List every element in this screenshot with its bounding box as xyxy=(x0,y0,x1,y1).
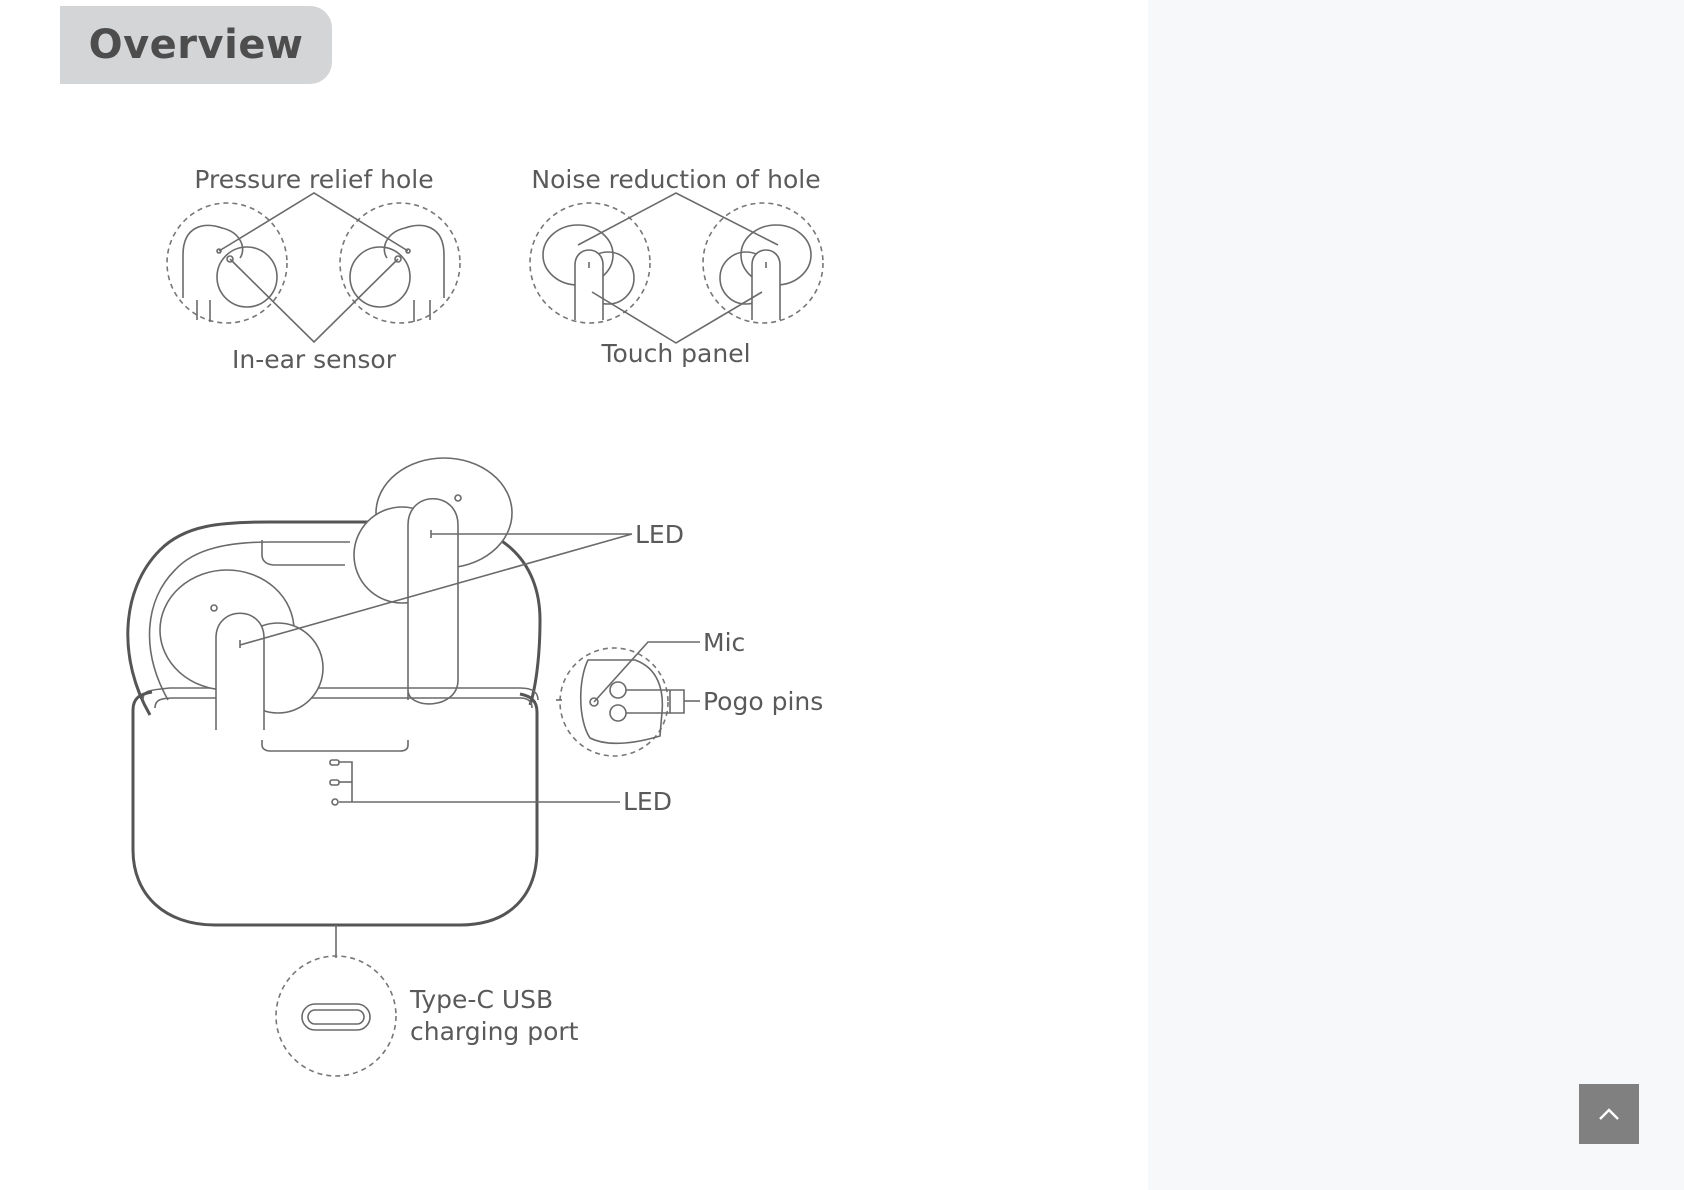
label-usb-line1: Type-C USB xyxy=(409,985,553,1014)
main-content: Overview Pressure relief hole In-ear sen… xyxy=(0,0,1148,1190)
chevron-up-icon xyxy=(1598,1107,1620,1121)
label-mic: Mic xyxy=(703,628,745,657)
label-noise-reduction-hole: Noise reduction of hole xyxy=(531,165,820,194)
right-sidebar xyxy=(1148,0,1684,1190)
label-led-case: LED xyxy=(623,787,672,816)
earbuds-overview-diagram: Pressure relief hole In-ear sensor Noise… xyxy=(0,0,1148,1190)
label-led-earbud: LED xyxy=(635,520,684,549)
scroll-to-top-button[interactable] xyxy=(1579,1084,1639,1144)
label-pressure-relief-hole: Pressure relief hole xyxy=(194,165,433,194)
earbud-front-views-right: Noise reduction of hole Touch panel xyxy=(530,165,823,368)
label-usb-line2: charging port xyxy=(410,1017,579,1046)
usb-c-detail: Type-C USB charging port xyxy=(276,956,579,1076)
label-pogo-pins: Pogo pins xyxy=(703,687,823,716)
charging-case-illustration xyxy=(128,458,620,958)
label-in-ear-sensor: In-ear sensor xyxy=(232,345,397,374)
earbud-side-views-left: Pressure relief hole In-ear sensor xyxy=(167,165,460,374)
label-touch-panel: Touch panel xyxy=(600,339,750,368)
mic-pogo-detail: Mic Pogo pins xyxy=(556,628,823,756)
